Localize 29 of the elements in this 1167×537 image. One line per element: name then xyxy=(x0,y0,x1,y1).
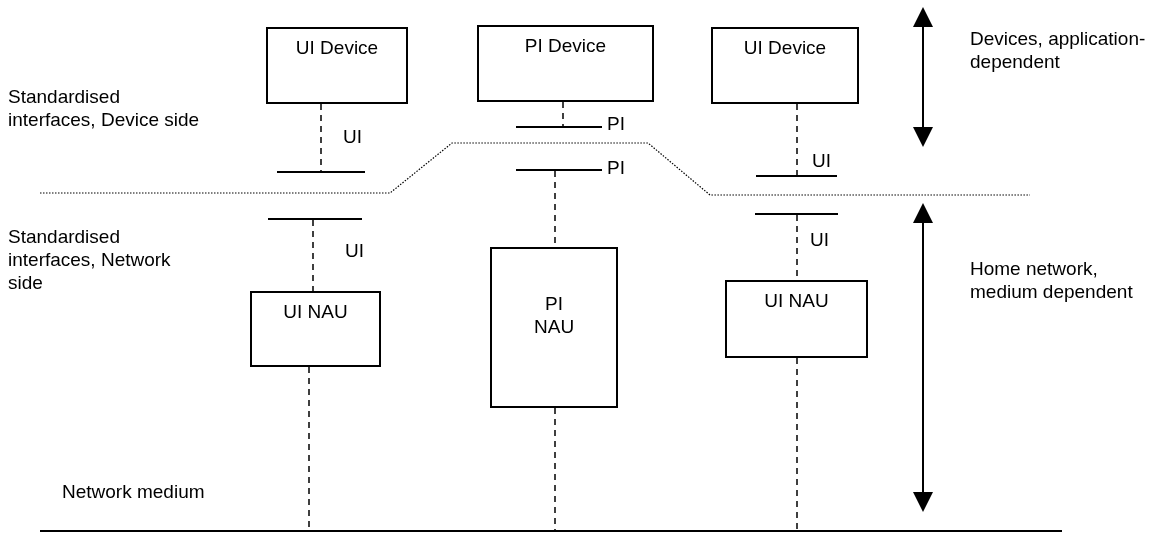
annotation-text: PI xyxy=(607,157,626,180)
box-label: UI NAU xyxy=(283,301,348,324)
connector-line xyxy=(796,103,798,176)
connector-line xyxy=(554,407,556,531)
component-box xyxy=(250,291,381,367)
connector-line xyxy=(312,219,314,292)
component-box xyxy=(477,25,654,102)
component-box xyxy=(266,27,408,104)
annotation-text: UI xyxy=(345,240,365,263)
component-box xyxy=(711,27,859,104)
annotation-text: Standardised interfaces, Device side xyxy=(8,86,201,132)
annotation-text: Standardised interfaces, Network side xyxy=(8,226,172,295)
component-box xyxy=(725,280,868,358)
annotation-text: Devices, application-dependent xyxy=(970,28,1147,74)
annotation-text: UI xyxy=(810,229,830,252)
box-label: PI Device xyxy=(524,35,607,58)
connector-line xyxy=(562,101,564,127)
connector-line xyxy=(320,103,322,172)
annotation-text: Home network, medium dependent xyxy=(970,258,1134,304)
annotation-text: Network medium xyxy=(62,481,206,504)
box-label: PI NAU xyxy=(534,293,574,339)
box-label: UI NAU xyxy=(764,290,829,313)
component-box xyxy=(490,247,618,408)
annotation-text: PI xyxy=(607,113,626,136)
box-label: UI Device xyxy=(743,37,827,60)
annotation-text: UI xyxy=(343,126,363,149)
connector-line xyxy=(796,357,798,531)
box-label: UI Device xyxy=(295,37,379,60)
annotation-text: UI xyxy=(812,150,832,173)
